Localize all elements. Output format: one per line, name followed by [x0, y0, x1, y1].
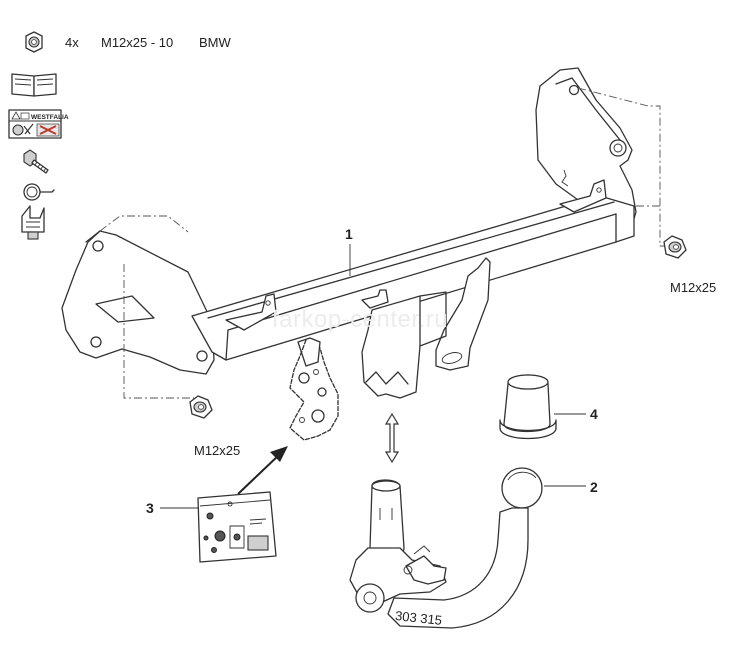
plug-holder-icon [21, 205, 45, 240]
instruction-sheet-icon: WESTFALIA [8, 109, 69, 139]
quantity-label: 4x [65, 35, 79, 50]
towbar-crossbar [61, 67, 637, 399]
ball-cap-part-4 [499, 374, 557, 440]
bolt-icon [23, 149, 49, 174]
bolt-spec-label: M12x25 - 10 [101, 35, 174, 50]
watermark: farkop-center.ru [272, 306, 449, 333]
spring-clip-icon [23, 183, 55, 201]
nut-label-left: M12x25 [194, 443, 241, 458]
sticker-part-3 [197, 491, 277, 563]
socket-bracket [289, 339, 339, 441]
callout-4: 4 [590, 406, 598, 422]
sheet-logo-text: WESTFALIA [31, 114, 69, 121]
nut-left [189, 395, 213, 419]
nut-right [663, 235, 687, 259]
nut-icon [25, 31, 43, 53]
callout-3: 3 [146, 500, 154, 516]
ball-neck-part-2 [349, 467, 543, 629]
install-arrow [237, 446, 288, 495]
callout-2: 2 [590, 479, 598, 495]
callout-1: 1 [345, 226, 353, 242]
manual-book-icon [11, 73, 57, 97]
nut-label-right: M12x25 [670, 280, 717, 295]
brand-label: BMW [199, 35, 231, 50]
insert-direction-arrow [384, 412, 400, 464]
